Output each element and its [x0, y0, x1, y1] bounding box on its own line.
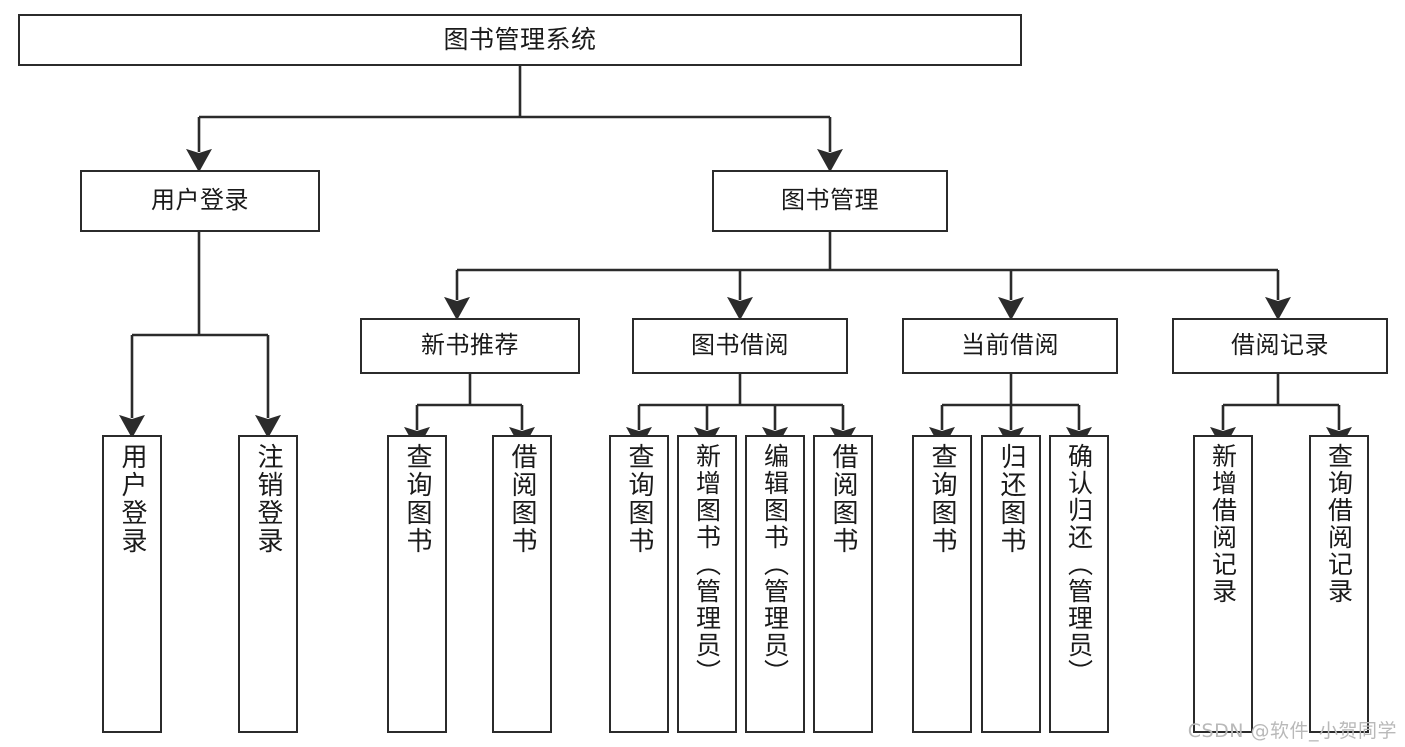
node-book-manage[interactable]: 图书管理 — [712, 170, 948, 232]
leaf-edit-book[interactable]: 编辑图书（管理员） — [745, 435, 805, 733]
leaf-query-book-borrow[interactable]: 查询图书 — [609, 435, 669, 733]
leaf-return-book-label: 归还图书 — [996, 443, 1027, 555]
leaf-add-borrow-record[interactable]: 新增借阅记录 — [1193, 435, 1253, 733]
node-new-book-recommend-label: 新书推荐 — [421, 331, 519, 360]
leaf-edit-book-label: 编辑图书（管理员） — [760, 443, 790, 686]
leaf-confirm-return[interactable]: 确认归还（管理员） — [1049, 435, 1109, 733]
node-user-login-label: 用户登录 — [151, 186, 249, 215]
leaf-logout-label: 注销登录 — [253, 443, 284, 555]
node-book-manage-label: 图书管理 — [781, 186, 879, 215]
leaf-confirm-return-label: 确认归还（管理员） — [1064, 443, 1094, 686]
leaf-borrow-book-new-label: 借阅图书 — [507, 443, 538, 555]
node-user-login[interactable]: 用户登录 — [80, 170, 320, 232]
node-borrow-record[interactable]: 借阅记录 — [1172, 318, 1388, 374]
node-root[interactable]: 图书管理系统 — [18, 14, 1022, 66]
leaf-query-book-current[interactable]: 查询图书 — [912, 435, 972, 733]
leaf-borrow-book[interactable]: 借阅图书 — [813, 435, 873, 733]
leaf-add-book[interactable]: 新增图书（管理员） — [677, 435, 737, 733]
leaf-borrow-book-new[interactable]: 借阅图书 — [492, 435, 552, 733]
node-root-label: 图书管理系统 — [443, 24, 597, 54]
leaf-borrow-book-label: 借阅图书 — [828, 443, 859, 555]
leaf-query-book-borrow-label: 查询图书 — [624, 443, 655, 555]
leaf-return-book[interactable]: 归还图书 — [981, 435, 1041, 733]
leaf-logout[interactable]: 注销登录 — [238, 435, 298, 733]
leaf-query-book-new[interactable]: 查询图书 — [387, 435, 447, 733]
leaf-add-borrow-record-label: 新增借阅记录 — [1208, 443, 1238, 605]
node-current-borrow-label: 当前借阅 — [961, 331, 1059, 360]
leaf-query-borrow-record[interactable]: 查询借阅记录 — [1309, 435, 1369, 733]
leaf-add-book-label: 新增图书（管理员） — [692, 443, 722, 686]
leaf-query-borrow-record-label: 查询借阅记录 — [1324, 443, 1354, 605]
leaf-query-book-current-label: 查询图书 — [927, 443, 958, 555]
node-book-borrow-label: 图书借阅 — [691, 331, 789, 360]
node-current-borrow[interactable]: 当前借阅 — [902, 318, 1118, 374]
leaf-user-login[interactable]: 用户登录 — [102, 435, 162, 733]
node-borrow-record-label: 借阅记录 — [1231, 331, 1329, 360]
leaf-query-book-new-label: 查询图书 — [402, 443, 433, 555]
node-book-borrow[interactable]: 图书借阅 — [632, 318, 848, 374]
watermark-text: CSDN @软件_小贺同学 — [1187, 720, 1397, 742]
node-new-book-recommend[interactable]: 新书推荐 — [360, 318, 580, 374]
leaf-user-login-label: 用户登录 — [117, 443, 148, 555]
